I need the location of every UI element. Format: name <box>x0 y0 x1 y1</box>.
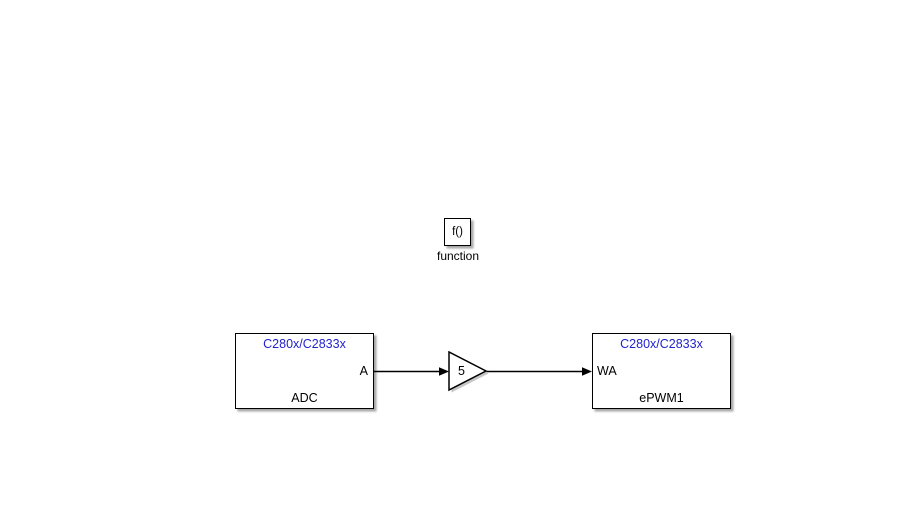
function-block-label: function <box>436 249 480 263</box>
epwm-block[interactable]: C280x/C2833x WA ePWM1 <box>592 333 731 409</box>
adc-block-name: ADC <box>291 391 318 405</box>
arrowhead <box>582 367 592 376</box>
adc-vendor-header: C280x/C2833x <box>263 337 346 351</box>
epwm-input-port-label: WA <box>597 364 617 378</box>
arrowhead <box>439 367 449 376</box>
function-call-symbol: f() <box>452 226 463 238</box>
gain-block[interactable] <box>448 350 489 393</box>
function-call-block[interactable]: f() <box>444 218 471 246</box>
signal-line-adc-to-gain[interactable] <box>374 367 449 376</box>
gain-value-label: 5 <box>458 364 465 378</box>
adc-block[interactable]: C280x/C2833x A ADC <box>235 333 374 409</box>
signal-line-gain-to-epwm[interactable] <box>486 367 593 376</box>
epwm-block-name: ePWM1 <box>639 391 684 405</box>
epwm-vendor-header: C280x/C2833x <box>620 337 703 351</box>
adc-output-port-label: A <box>359 364 368 378</box>
gain-triangle[interactable] <box>448 350 488 392</box>
